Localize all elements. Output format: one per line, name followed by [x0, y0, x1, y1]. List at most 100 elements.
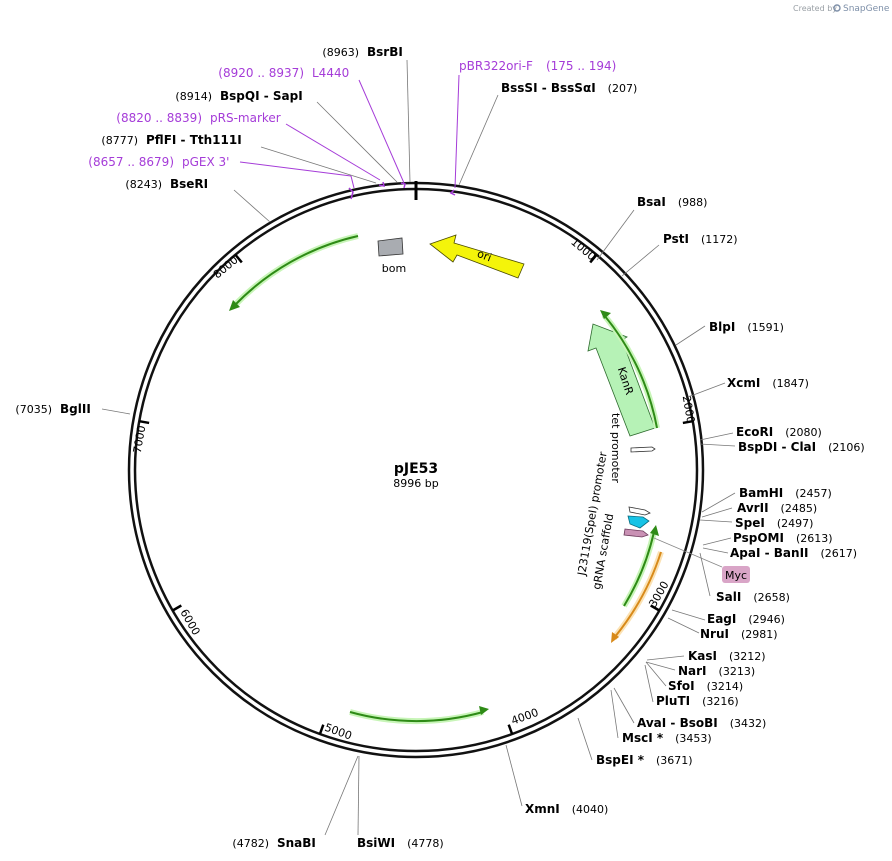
- site-position: (8243): [125, 178, 162, 191]
- site-position: (4778): [407, 837, 444, 850]
- site-position: (3453): [675, 732, 712, 745]
- site-name: PflFI - Tth111I: [146, 133, 242, 147]
- green-arrow-right-lower-head: [650, 525, 659, 536]
- site-position: (8963): [322, 46, 359, 59]
- myc-leader-line: [653, 537, 723, 568]
- site-position: (2080): [785, 426, 822, 439]
- site-name: NarI: [678, 664, 707, 678]
- site-position: (2617): [821, 547, 858, 560]
- primer-label: pBR322ori-F (175 .. 194): [459, 59, 616, 73]
- site-position: (2497): [777, 517, 814, 530]
- tet-promoter-label: tet promoter: [609, 413, 622, 483]
- site-position: (1847): [772, 377, 809, 390]
- ori-label: ori: [475, 247, 493, 264]
- site-name: EcoRI: [736, 425, 773, 439]
- restriction-site: EagI(2946): [707, 612, 785, 626]
- site-position: (3214): [707, 680, 744, 693]
- site-position: (4782): [232, 837, 269, 850]
- green-arrow-top-left-head: [229, 300, 240, 311]
- restriction-site: PspOMI(2613): [733, 531, 833, 545]
- tet-promoter-box: [630, 446, 656, 453]
- restriction-site: SnaBI(4782): [232, 836, 315, 850]
- green-arrow-top-left: [233, 235, 359, 307]
- enzyme-leader-lines: [101, 59, 736, 836]
- site-position: (8914): [175, 90, 212, 103]
- site-name: PspOMI: [733, 531, 784, 545]
- restriction-site: BamHI(2457): [739, 486, 832, 500]
- site-name: NruI: [700, 627, 729, 641]
- myc-label: Myc: [725, 569, 747, 582]
- site-position: (4040): [572, 803, 609, 816]
- tick-mark: [318, 724, 325, 735]
- site-name: XcmI: [727, 376, 760, 390]
- site-position: (7035): [15, 403, 52, 416]
- pink-feature: [623, 528, 649, 538]
- site-position: (3212): [729, 650, 766, 663]
- tick-mark: [234, 253, 243, 264]
- primer-name: pBR322ori-F: [459, 59, 533, 73]
- restriction-site: BspQI - SapI(8914): [175, 89, 302, 103]
- restriction-sites: BsrBI(8963)BspQI - SapI(8914)PflFI - Tth…: [15, 45, 864, 850]
- ori-arrow: [429, 234, 525, 279]
- site-position: (988): [678, 196, 708, 209]
- restriction-site: BspEI * (3671): [596, 753, 693, 767]
- green-arrow-right-lower: [623, 531, 655, 607]
- site-name: EagI: [707, 612, 736, 626]
- primer-markers: [348, 181, 456, 200]
- primer-leader-lines: [239, 74, 460, 189]
- restriction-site: PstI(1172): [663, 232, 738, 246]
- tick-mark: [507, 724, 514, 735]
- green-arrow-right-top-head: [600, 310, 611, 319]
- site-position: (2485): [781, 502, 818, 515]
- myc-badge: [722, 566, 750, 583]
- primer-label: L4440(8920 .. 8937): [218, 66, 349, 80]
- site-position: (2457): [795, 487, 832, 500]
- credit-prefix: Created by: [793, 4, 837, 13]
- primer-labels: L4440(8920 .. 8937)pRS-marker(8820 .. 88…: [88, 59, 616, 169]
- restriction-site: PflFI - Tth111I (8777): [101, 133, 241, 147]
- site-name: BspEI *: [596, 753, 645, 767]
- kanr-arrow: [587, 323, 656, 437]
- green-arrow-bottom-head: [479, 706, 489, 715]
- restriction-site: BlpI(1591): [709, 320, 784, 334]
- site-position: (2981): [741, 628, 778, 641]
- site-name: SfoI: [668, 679, 695, 693]
- tick-mark: [589, 253, 598, 264]
- site-position: (3213): [719, 665, 756, 678]
- orange-arrow-head: [611, 632, 619, 643]
- plasmid-size: 8996 bp: [393, 477, 438, 490]
- site-name: BsiWI: [357, 836, 395, 850]
- site-position: (3216): [702, 695, 739, 708]
- site-position: (2658): [753, 591, 790, 604]
- primer-range: (175 .. 194): [546, 59, 616, 73]
- tick-mark: [682, 419, 693, 425]
- restriction-site: MscI * (3453): [622, 731, 712, 745]
- restriction-site: EcoRI (2080): [736, 425, 822, 439]
- bom-label: bom: [382, 262, 406, 275]
- restriction-site: PluTI(3216): [656, 694, 739, 708]
- orange-arrow: [613, 551, 662, 639]
- site-position: (3432): [730, 717, 767, 730]
- site-name: AvrII: [737, 501, 769, 515]
- restriction-site: XcmI (1847): [727, 376, 809, 390]
- restriction-site: ApaI - BanII(2617): [730, 546, 857, 560]
- site-name: KasI: [688, 649, 717, 663]
- tick-label: 2000: [680, 394, 698, 424]
- tick-mark: [139, 419, 150, 425]
- site-name: BspDI - ClaI: [738, 440, 816, 454]
- site-name: AvaI - BsoBI: [637, 716, 718, 730]
- restriction-site: BseRI(8243): [125, 177, 208, 191]
- restriction-site: BsiWI (4778): [357, 836, 444, 850]
- green-arrow-right-top: [603, 314, 658, 429]
- restriction-site: XmnI(4040): [525, 802, 608, 816]
- restriction-site: KasI (3212): [688, 649, 766, 663]
- credit-brand: SnapGene: [843, 4, 890, 14]
- site-name: BsaI: [637, 195, 666, 209]
- restriction-site: SalI(2658): [716, 590, 790, 604]
- site-name: BssSI - BssSαI: [501, 81, 596, 95]
- site-position: (3671): [656, 754, 693, 767]
- primer-range: (8820 .. 8839): [116, 111, 202, 125]
- site-position: (8777): [101, 134, 138, 147]
- site-name: MscI *: [622, 731, 664, 745]
